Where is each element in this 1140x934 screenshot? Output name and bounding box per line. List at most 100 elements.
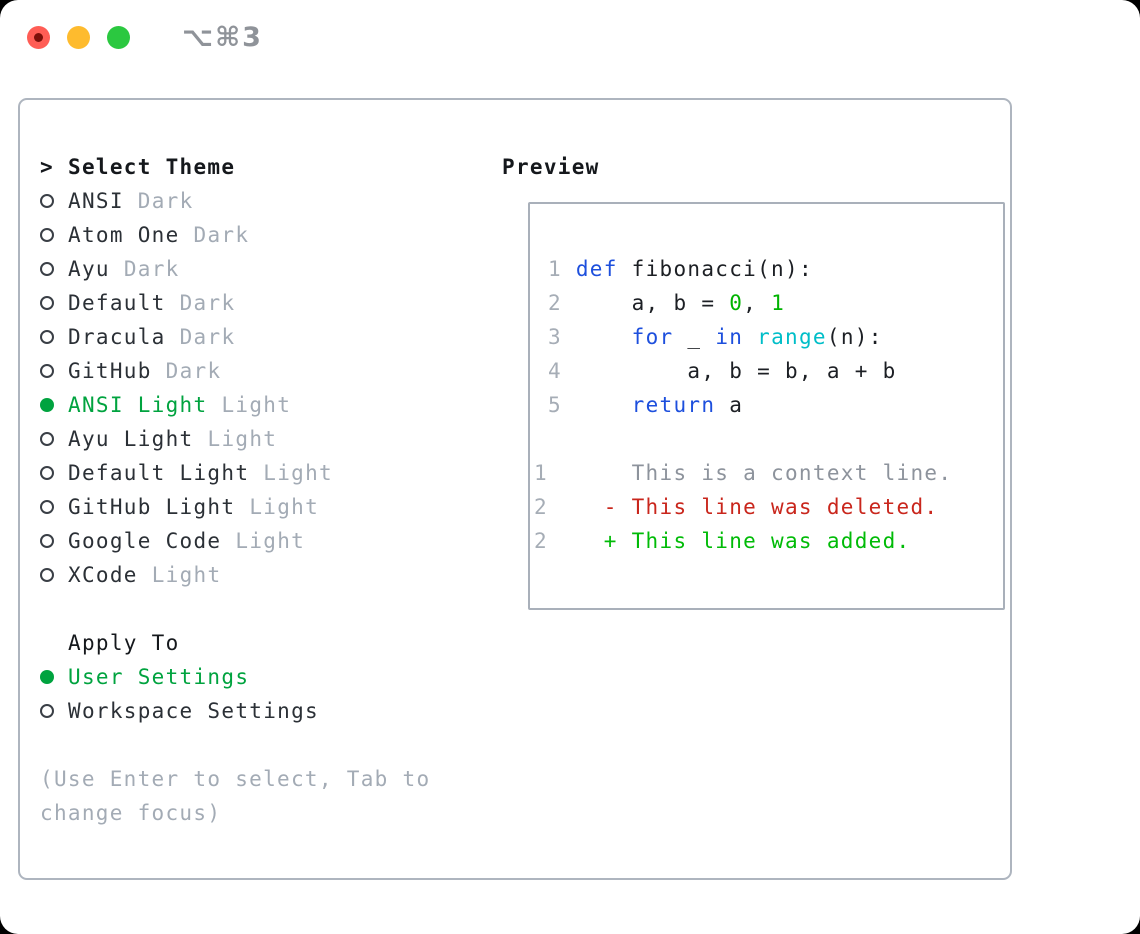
theme-option-google-code-light[interactable]: Google Code Light xyxy=(40,524,490,558)
theme-option-variant: Dark xyxy=(137,189,194,213)
select-theme-heading-label: Select Theme xyxy=(68,155,236,179)
radio-unselected-icon xyxy=(40,568,54,582)
apply-option-label: User Settings xyxy=(68,665,250,689)
theme-option-variant: Dark xyxy=(123,257,180,281)
radio-unselected-icon xyxy=(40,228,54,242)
close-button[interactable] xyxy=(27,25,50,49)
select-theme-heading: >Select Theme xyxy=(40,150,490,184)
theme-option-name: GitHub xyxy=(68,359,152,383)
theme-option-name: ANSI xyxy=(68,189,124,213)
diff-line-segment-linenum: 2 xyxy=(534,495,548,519)
theme-option-variant: Light xyxy=(207,427,278,451)
theme-option-ansi-dark[interactable]: ANSI Dark xyxy=(40,184,490,218)
radio-selected-icon xyxy=(40,398,54,412)
diff-line-segment-linenum: 2 xyxy=(534,529,548,553)
code-line-segment-plain: a, b = xyxy=(575,291,730,315)
theme-option-variant: Light xyxy=(151,563,222,587)
theme-option-github-light-light[interactable]: GitHub Light Light xyxy=(40,490,490,524)
theme-option-atom-one-dark[interactable]: Atom One Dark xyxy=(40,218,490,252)
theme-option-dracula-dark[interactable]: Dracula Dark xyxy=(40,320,490,354)
theme-option-variant: Light xyxy=(235,529,306,553)
radio-unselected-icon xyxy=(40,364,54,378)
code-line-segment-keyword: for xyxy=(631,325,674,349)
theme-option-ayu-dark[interactable]: Ayu Dark xyxy=(40,252,490,286)
radio-unselected-icon xyxy=(40,500,54,514)
apply-option-workspace-settings[interactable]: Workspace Settings xyxy=(40,694,490,728)
theme-option-variant: Dark xyxy=(193,223,250,247)
theme-option-name: ANSI Light xyxy=(68,393,208,417)
diff-line-segment-added: + This line was added. xyxy=(547,529,911,553)
code-line-segment-keyword: def xyxy=(575,257,618,281)
radio-unselected-icon xyxy=(40,534,54,548)
diff-line-segment-deleted: - This line was deleted. xyxy=(547,495,939,519)
radio-unselected-icon xyxy=(40,330,54,344)
code-line-segment-linenum: 3 xyxy=(534,325,576,349)
code-line: 5 return a xyxy=(534,388,1003,422)
theme-option-name: Google Code xyxy=(68,529,222,553)
radio-unselected-icon xyxy=(40,194,54,208)
code-line-segment-number: 1 xyxy=(771,291,786,315)
code-line-segment-builtin: range xyxy=(757,325,827,349)
titlebar: ⌥⌘3 xyxy=(0,0,1140,74)
theme-option-variant: Dark xyxy=(179,291,236,315)
theme-option-name: Default Light xyxy=(68,461,250,485)
code-line-segment-plain: a xyxy=(715,393,744,417)
code-line-segment-plain xyxy=(576,325,632,349)
minimize-button[interactable] xyxy=(67,25,90,49)
theme-option-default-light-light[interactable]: Default Light Light xyxy=(40,456,490,490)
diff-line: 2 + This line was added. xyxy=(534,524,1003,558)
code-line-segment-plain xyxy=(743,325,757,349)
theme-option-variant: Dark xyxy=(179,325,236,349)
radio-unselected-icon xyxy=(40,262,54,276)
code-line: 3 for _ in range(n): xyxy=(534,320,1003,354)
help-text: (Use Enter to select, Tab to change focu… xyxy=(40,767,431,825)
code-line-segment-linenum: 2 xyxy=(534,291,576,315)
maximize-button[interactable] xyxy=(107,25,130,49)
apply-option-user-settings[interactable]: User Settings xyxy=(40,660,490,694)
code-line: 4 a, b = b, a + b xyxy=(534,354,1003,388)
theme-option-variant: Light xyxy=(263,461,333,485)
diff-line-segment-context: This is a context line. xyxy=(547,461,953,485)
code-line-segment-linenum: 1 xyxy=(534,257,576,281)
theme-option-name: Ayu Light xyxy=(68,427,194,451)
theme-option-name: Atom One xyxy=(68,223,180,247)
theme-option-name: Ayu xyxy=(68,257,110,281)
radio-selected-icon xyxy=(40,670,54,684)
window-shortcut-label: ⌥⌘3 xyxy=(182,21,263,53)
code-line-segment-keyword: in xyxy=(715,325,744,349)
code-line-segment-plain: (n): xyxy=(826,325,883,349)
theme-option-name: GitHub Light xyxy=(68,495,236,519)
spacer xyxy=(40,592,490,626)
code-line-segment-plain: a, b = b, a + b xyxy=(575,359,897,383)
radio-unselected-icon xyxy=(40,296,54,310)
radio-unselected-icon xyxy=(40,466,54,480)
apply-to-heading: Apply To xyxy=(68,631,180,655)
theme-option-variant: Dark xyxy=(165,359,222,383)
diff-line: 1 This is a context line. xyxy=(534,456,1003,490)
radio-unselected-icon xyxy=(40,432,54,446)
theme-option-variant: Light xyxy=(249,495,320,519)
code-line-segment-plain: fibonacci(n): xyxy=(617,257,813,281)
diff-line-segment-linenum: 1 xyxy=(534,461,548,485)
code-line-segment-plain: _ xyxy=(673,325,716,349)
apply-option-label: Workspace Settings xyxy=(68,699,319,723)
preview-column: Preview 1 def fibonacci(n): 2 a, b = 0, … xyxy=(502,150,1005,610)
code-line: 1 def fibonacci(n): xyxy=(534,252,1003,286)
code-line-segment-plain xyxy=(576,393,632,417)
theme-option-github-dark[interactable]: GitHub Dark xyxy=(40,354,490,388)
preview-heading-row: Preview xyxy=(502,150,600,184)
theme-option-name: Dracula xyxy=(68,325,166,349)
code-line-segment-plain: , xyxy=(743,291,772,315)
diff-preview-block: 1 This is a context line.2 - This line w… xyxy=(534,456,1003,558)
close-button-dot xyxy=(34,32,43,42)
diff-line: 2 - This line was deleted. xyxy=(534,490,1003,524)
code-line: 2 a, b = 0, 1 xyxy=(534,286,1003,320)
theme-option-ayu-light-light[interactable]: Ayu Light Light xyxy=(40,422,490,456)
